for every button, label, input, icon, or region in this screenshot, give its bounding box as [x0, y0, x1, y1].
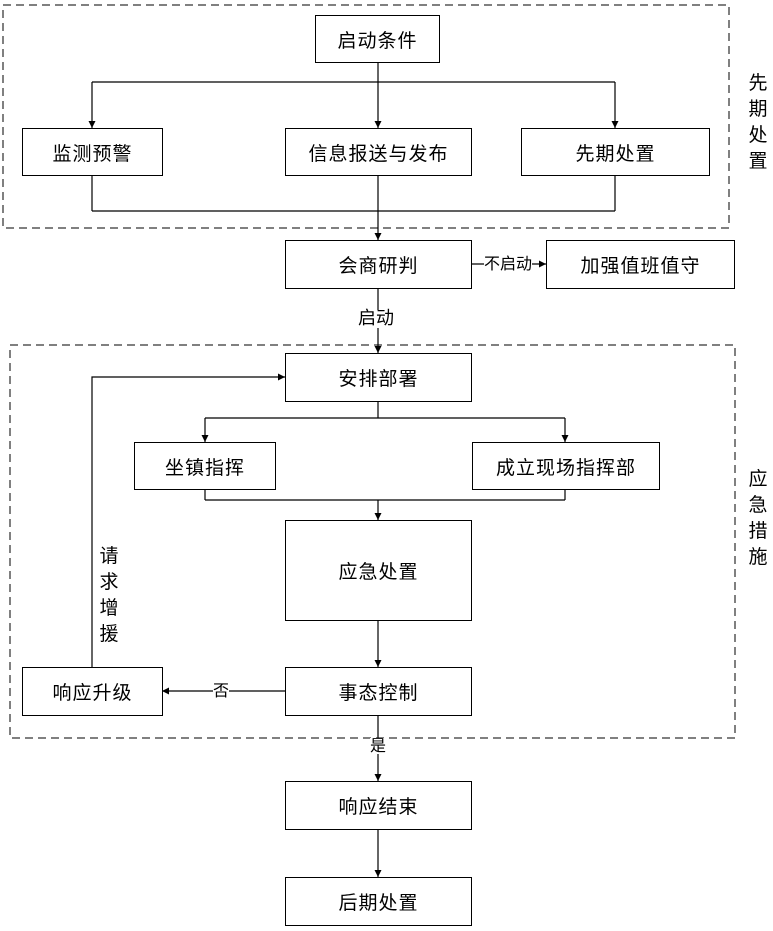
start-label: 启动	[358, 308, 394, 329]
info-report-node: 信息报送与发布	[285, 128, 472, 176]
pre-disposal-group-border	[2, 4, 730, 229]
start-conditions-node: 启动条件	[315, 15, 440, 63]
consultation-node: 会商研判	[285, 240, 472, 289]
field-hq-node: 成立现场指挥部	[472, 442, 660, 490]
monitoring-warning-node: 监测预警	[22, 128, 163, 176]
not-start-label: 不启动	[484, 254, 533, 273]
edge-request-support	[91, 373, 285, 667]
strengthen-duty-node: 加强值班值守	[546, 240, 735, 289]
yes-label: 是	[370, 736, 387, 755]
emergency-measures-group-label: 应急措施	[748, 468, 768, 568]
request-support-label: 请求增援	[99, 545, 119, 645]
event-control-node: 事态控制	[285, 667, 472, 716]
early-disposal-node: 先期处置	[521, 128, 710, 176]
response-upgrade-node: 响应升级	[22, 667, 163, 716]
arrangement-node: 安排部署	[285, 353, 472, 402]
response-end-node: 响应结束	[285, 781, 472, 830]
no-label: 否	[213, 681, 230, 700]
post-disposal-node: 后期处置	[285, 877, 472, 926]
pre-disposal-group-label: 先期处置	[748, 72, 768, 172]
emergency-handling-node: 应急处置	[285, 520, 472, 621]
command-onsite-node: 坐镇指挥	[134, 442, 276, 490]
